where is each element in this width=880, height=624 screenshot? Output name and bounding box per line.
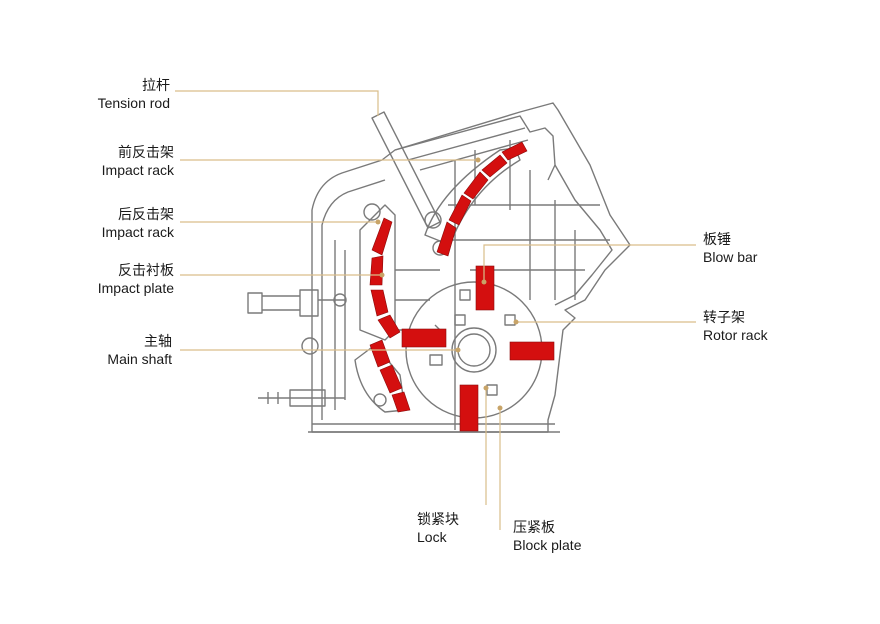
label-lock: 锁紧块 Lock	[417, 510, 459, 546]
label-impact-plate-zh: 反击衬板	[118, 262, 174, 278]
impact-plate-liner	[369, 217, 401, 339]
leader-tension-rod	[175, 90, 379, 116]
label-rotor-rack-en: Rotor rack	[703, 327, 768, 343]
label-impact-plate-en: Impact plate	[97, 280, 174, 296]
label-main-shaft-zh: 主轴	[144, 333, 172, 349]
leader-dots	[375, 157, 519, 411]
label-rear-impact-rack: 后反击架 Impact rack	[102, 205, 174, 241]
wear-parts	[369, 141, 555, 432]
leader-blow-bar	[483, 244, 696, 282]
blow-bar-left	[401, 328, 447, 348]
label-block-plate-zh: 压紧板	[513, 519, 555, 535]
label-lock-zh: 锁紧块	[417, 511, 459, 527]
crusher-body	[247, 102, 631, 433]
leader-lines	[175, 90, 696, 530]
cylinder-bolt	[333, 293, 347, 307]
label-front-impact-rack: 前反击架 Impact rack	[102, 143, 174, 179]
bottom-spring-rod	[258, 389, 345, 407]
rear-rack-pivot	[363, 203, 381, 221]
label-rear-impact-rack-zh: 后反击架	[118, 206, 174, 222]
label-blow-bar-en: Blow bar	[703, 249, 758, 265]
lower-rack-liner	[369, 339, 411, 413]
label-rotor-rack: 转子架 Rotor rack	[703, 308, 768, 344]
blow-bar-right	[509, 341, 555, 361]
left-pivot	[301, 337, 319, 355]
liner-grid	[395, 140, 610, 430]
tension-rod-shape	[371, 111, 441, 229]
lower-rack-pivot	[373, 393, 387, 407]
adjust-cylinder	[247, 289, 345, 317]
label-rotor-rack-zh: 转子架	[703, 309, 745, 325]
base-frame	[308, 423, 560, 433]
label-lock-en: Lock	[417, 529, 447, 545]
label-main-shaft-en: Main shaft	[107, 351, 172, 367]
right-inner-wall	[554, 164, 613, 306]
tension-rod-eye	[424, 211, 442, 229]
front-rack-liner	[436, 141, 528, 257]
rotor-hub-inner	[457, 333, 491, 367]
label-blow-bar: 板锤 Blow bar	[703, 230, 757, 266]
label-tension-rod-en: Tension rod	[97, 95, 170, 111]
label-front-impact-rack-en: Impact rack	[101, 162, 174, 178]
rotor-locks	[429, 289, 516, 396]
label-impact-plate: 反击衬板 Impact plate	[98, 261, 174, 297]
blow-bar-bottom	[459, 384, 479, 432]
label-tension-rod-zh: 拉杆	[142, 77, 170, 93]
label-blow-bar-zh: 板锤	[703, 231, 731, 247]
label-rear-impact-rack-en: Impact rack	[101, 224, 174, 240]
label-block-plate: 压紧板 Block plate	[513, 518, 581, 554]
label-tension-rod: 拉杆 Tension rod	[98, 76, 170, 112]
blow-bar-top	[475, 265, 495, 311]
label-front-impact-rack-zh: 前反击架	[118, 144, 174, 160]
label-block-plate-en: Block plate	[513, 537, 582, 553]
label-main-shaft: 主轴 Main shaft	[107, 332, 172, 368]
